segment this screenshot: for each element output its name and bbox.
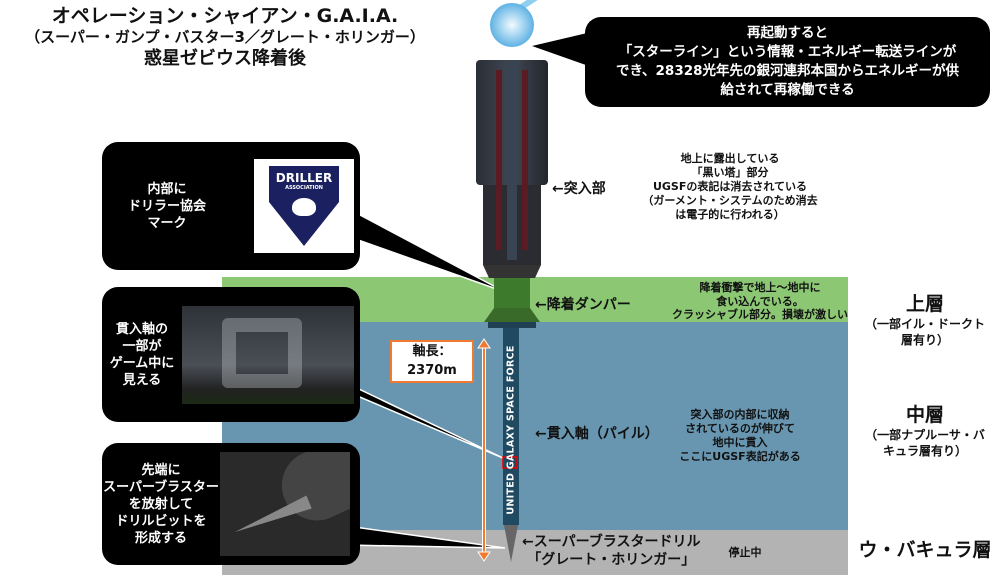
title-line2: （スーパー・ガンプ・バスター3／グレート・ホリンガー） xyxy=(25,28,425,46)
pointer-restart xyxy=(532,30,600,70)
callout-line: 先端に xyxy=(141,462,181,478)
black-tower xyxy=(476,60,548,278)
callout-line: 内部に xyxy=(147,181,187,197)
logo-text: DRILLER xyxy=(275,171,333,185)
callout-line: ドリラー協会 xyxy=(127,198,206,214)
layer-label-bottom: ウ・バキュラ層 xyxy=(850,538,1000,562)
callout-tip: 先端に スーパーブラスター を放射して ドリルビットを 形成する xyxy=(102,443,360,565)
note-damper: 降着衝撃で地上～地中に 食い込んでいる。 クラッシャブル部分。損壊が激しい xyxy=(660,281,860,322)
note-line: 降着衝撃で地上～地中に xyxy=(699,281,821,294)
callout-line: 「スターライン」という情報・エネルギー転送ラインが xyxy=(618,44,957,60)
title-line1: オペレーション・シャイアン・G.A.I.A. xyxy=(51,5,399,27)
pointer-tip xyxy=(339,524,506,549)
note-tower: 地上に露出している 「黒い塔」部分 UGSFの表記は消去されている （ガーメント… xyxy=(640,152,820,222)
note-line: されているのが伸びて xyxy=(685,422,795,435)
callout-line: 再起動すると xyxy=(747,25,828,41)
note-line: 地中に貫入 xyxy=(712,436,768,449)
drill-tip xyxy=(504,525,518,562)
layer-name: ウ・バキュラ層 xyxy=(858,539,992,561)
logo-mascot-icon xyxy=(292,198,316,216)
callout-restart: 再起動すると 「スターライン」という情報・エネルギー転送ラインが でき、2832… xyxy=(585,17,990,107)
energy-sphere xyxy=(490,3,534,47)
callout-line: 給されて再稼働できる xyxy=(720,82,855,98)
callout-line: ゲーム中に xyxy=(109,355,175,371)
callout-line: マーク xyxy=(147,215,187,231)
length-box: 軸長： 2370m xyxy=(390,340,474,383)
callout-line: を放射して xyxy=(128,496,194,512)
note-line: 食い込んでいる。 xyxy=(716,294,804,308)
label-drill: ←スーパーブラスタードリル 「グレート・ホリンガー」 xyxy=(522,533,700,569)
label-damper: ←降着ダンパー xyxy=(535,297,631,313)
game-screenshot xyxy=(182,305,354,404)
note-pile: 突入部の内部に収納 されているのが伸びて 地中に貫入 ここにUGSF表記がある xyxy=(665,408,815,464)
note-line: 「黒い塔」部分 xyxy=(691,166,769,179)
shaft-label: UNITED GALAXY SPACE FORCE xyxy=(505,345,517,515)
note-line: クラッシャブル部分。損壊が激しい xyxy=(672,308,848,321)
layer-sub: （一部ナプルーサ・バ xyxy=(865,428,985,442)
layer-sub: キュラ層有り） xyxy=(882,444,967,458)
note-line: （ガーメント・システムのため消去 xyxy=(642,194,818,207)
note-drill: 停止中 xyxy=(728,546,762,559)
callout-line: でき、28328光年先の銀河連邦本国からエネルギーが供 xyxy=(615,63,960,79)
callout-driller: 内部に ドリラー協会 マーク DRILLER ASSOCIATION xyxy=(102,142,360,270)
layer-name: 上層 xyxy=(905,293,944,315)
pointer-game xyxy=(339,379,504,459)
layer-sub: 層有り） xyxy=(900,333,949,347)
title-line3: 惑星ゼビウス降着後 xyxy=(144,48,306,69)
note-line: UGSFの表記は消去されている xyxy=(652,180,808,193)
callout-line: ドリルビットを xyxy=(115,513,207,529)
label-drill-line1: ←スーパーブラスタードリル xyxy=(522,534,701,550)
landing-damper xyxy=(484,278,540,328)
logo-subtext: ASSOCIATION xyxy=(285,185,323,191)
layer-sub: （一部イル・ドークト xyxy=(864,317,985,331)
length-label: 軸長： xyxy=(412,344,452,359)
pile-shaft xyxy=(503,328,519,525)
length-value: 2370m xyxy=(407,363,457,378)
layer-name: 中層 xyxy=(905,404,944,426)
callout-line: スーパーブラスター xyxy=(103,479,219,495)
page-title: オペレーション・シャイアン・G.A.I.A. （スーパー・ガンプ・バスター3／グ… xyxy=(0,5,450,70)
drill-tip-render xyxy=(220,452,350,556)
callout-line: 一部が xyxy=(122,338,162,354)
note-line: 突入部の内部に収納 xyxy=(690,408,790,421)
layer-label-upper: 上層 （一部イル・ドークト 層有り） xyxy=(850,292,1000,348)
note-line: 地上に露出している xyxy=(680,152,780,165)
driller-association-logo: DRILLER ASSOCIATION xyxy=(254,159,354,253)
label-drill-line2: 「グレート・ホリンガー」 xyxy=(527,552,696,568)
callout-game: 貫入軸の 一部が ゲーム中に 見える xyxy=(102,287,360,422)
callout-line: 貫入軸の xyxy=(115,321,168,337)
ugsf-highlight xyxy=(502,456,518,469)
note-line: ここにUGSF表記がある xyxy=(679,450,801,463)
callout-line: 見える xyxy=(122,372,162,388)
note-line: は電子的に行われる） xyxy=(675,208,785,221)
layer-label-middle: 中層 （一部ナプルーサ・バ キュラ層有り） xyxy=(850,403,1000,459)
callout-line: 形成する xyxy=(134,530,187,546)
label-pile: ←貫入軸（パイル） xyxy=(535,426,659,442)
label-entry: ←突入部 xyxy=(552,181,606,197)
length-arrow xyxy=(477,338,491,562)
